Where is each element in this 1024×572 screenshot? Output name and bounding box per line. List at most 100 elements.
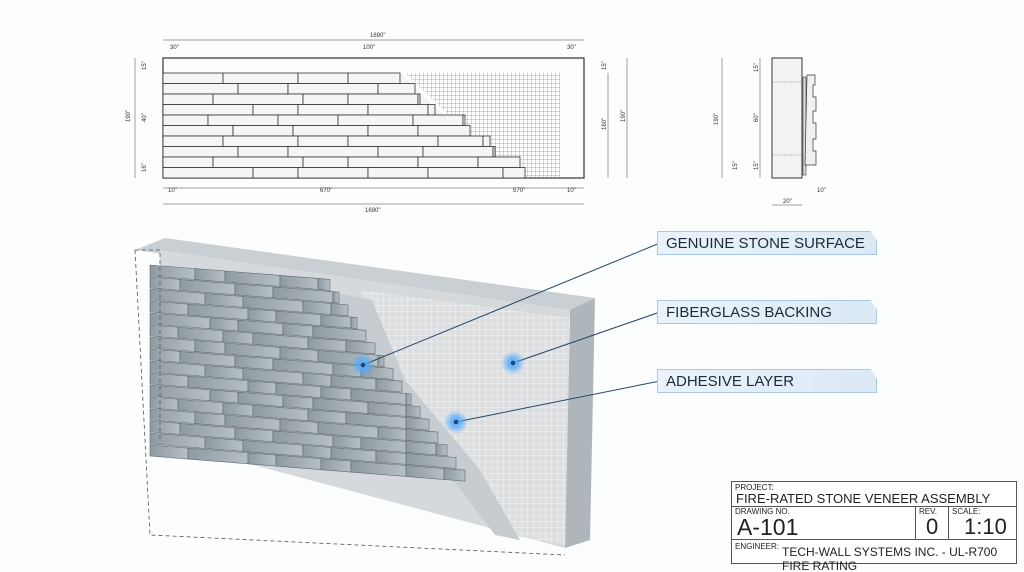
engineer-label: ENGINEER: [735, 542, 780, 551]
stone-block [149, 444, 189, 460]
stone-block [312, 325, 367, 342]
stone-block [347, 135, 439, 147]
stone-block [427, 167, 504, 179]
stone-block [422, 146, 494, 158]
stone-block [162, 146, 239, 158]
stone-block [412, 114, 464, 126]
stone-block [212, 93, 304, 105]
stone-block [502, 167, 526, 179]
stone-block [162, 93, 214, 105]
elevation-view: 1690" 30" 100" 30" 10" 670" 570" 10" 169… [126, 33, 628, 214]
stone-block [222, 135, 299, 147]
stone-block [282, 395, 314, 410]
stone-block [435, 443, 448, 457]
dim-label: 20" [783, 199, 792, 205]
dim-label: 10" [817, 188, 826, 194]
stone-block [297, 167, 369, 179]
stone-block [417, 125, 471, 137]
stone-block [237, 146, 289, 158]
stone-block [222, 402, 254, 417]
stone-block [345, 340, 376, 355]
dim-label: 190" [621, 110, 627, 122]
stone-block [482, 135, 491, 147]
drawing-no-label: DRAWING NO. [735, 507, 790, 516]
stone-block [405, 393, 412, 406]
project-name: FIRE-RATED STONE VENEER ASSEMBLY [736, 491, 991, 506]
dim-label: 15" [602, 61, 608, 70]
callout-adhesive-layer: ADHESIVE LAYER [657, 369, 877, 393]
stone-block [162, 167, 254, 179]
stone-block [350, 316, 358, 329]
stone-block [437, 135, 484, 147]
stone-block [194, 412, 226, 427]
stone-block [247, 380, 277, 395]
engineer: TECH-WALL SYSTEMS INC. - UL-R700 FIRE RA… [782, 545, 998, 572]
stone-block [332, 291, 340, 304]
stone-block [247, 452, 277, 467]
stone-block [405, 417, 430, 431]
stone-block [320, 386, 352, 401]
stone-block [209, 389, 239, 404]
stone-block [232, 125, 294, 137]
stone-block [194, 340, 226, 355]
stone-block [367, 104, 429, 116]
stone-block [427, 104, 436, 116]
dim-label: 160" [602, 118, 608, 130]
project-label: PROJECT: [735, 483, 774, 492]
stone-block [162, 104, 254, 116]
stone-block [443, 468, 466, 482]
dim-label: 15" [754, 161, 760, 170]
stone-block [477, 156, 521, 168]
stone-block [302, 372, 332, 387]
stone-block [347, 93, 419, 105]
section-view: 190" 15" 60" 15" 15" 20" 10" [714, 57, 826, 206]
stone-block [162, 135, 224, 147]
stone-block [287, 83, 379, 95]
dim-label: 15" [733, 161, 739, 170]
stone-block [149, 324, 179, 339]
dim-label: 190" [126, 110, 132, 122]
stone-block [405, 453, 457, 469]
dim-label: 40" [142, 113, 148, 122]
stone-block [320, 458, 352, 473]
dim-label: 10" [168, 188, 177, 194]
isometric-wall-view [134, 238, 661, 556]
stone-block [417, 93, 421, 105]
drawing-number: A-101 [737, 514, 799, 540]
stone-block [302, 93, 349, 105]
dim-label: 10" [567, 188, 576, 194]
stone-block [375, 450, 407, 465]
stone-block [277, 114, 339, 126]
stone-block [252, 167, 299, 179]
dim-label: 570" [513, 188, 525, 194]
dim-label: 1690" [365, 208, 380, 214]
stone-block [330, 303, 349, 317]
stone-block [222, 72, 299, 84]
stone-block [462, 114, 466, 126]
stone-block [405, 429, 439, 444]
stone-block [377, 426, 407, 441]
stone-block [212, 156, 304, 168]
dim-label: 100" [363, 45, 375, 51]
scale: 1:10 [964, 514, 1007, 539]
stone-block [162, 72, 224, 84]
stone-block [302, 300, 332, 315]
stone-block [222, 330, 254, 345]
dim-label: 1690" [370, 33, 385, 39]
stone-block [375, 378, 403, 393]
stone-block [297, 104, 369, 116]
stone-block [367, 167, 429, 179]
stone-block [367, 125, 419, 137]
stone-block [247, 308, 277, 323]
dim-label: 60" [754, 113, 760, 122]
stone-block [209, 317, 239, 332]
stone-block [252, 104, 299, 116]
stone-block [162, 114, 209, 126]
callout-fiberglass-backing: FIBERGLASS BACKING [657, 300, 877, 324]
stone-block [320, 314, 352, 329]
stone-block [162, 83, 239, 95]
callout-genuine-stone-surface: GENUINE STONE SURFACE [657, 231, 877, 255]
stone-block [347, 156, 419, 168]
